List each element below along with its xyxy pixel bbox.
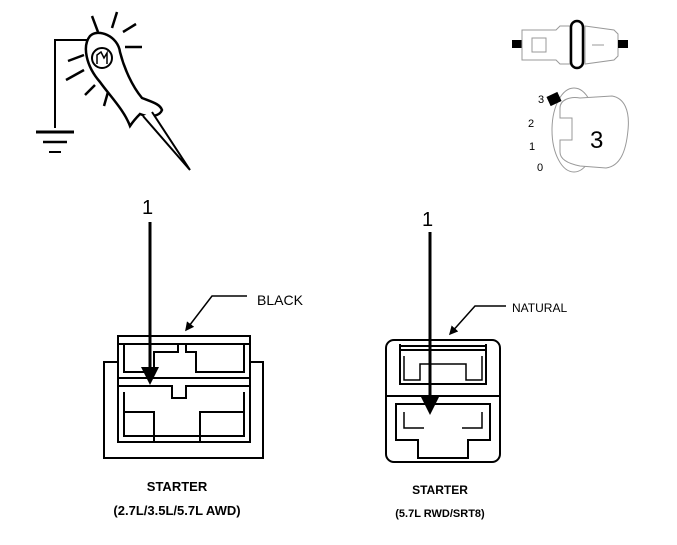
ignition-key-label: 3 <box>590 127 603 154</box>
right-pin-label: 1 <box>422 209 433 231</box>
ground-symbol-icon <box>36 130 74 153</box>
left-color-label: BLACK <box>257 292 304 308</box>
left-connector-title: STARTER <box>147 479 208 494</box>
right-connector-subtitle: (5.7L RWD/SRT8) <box>395 508 485 520</box>
right-color-label: NATURAL <box>512 301 567 315</box>
test-light-probe-icon <box>36 11 191 171</box>
ignition-key-icon <box>546 87 629 173</box>
left-starter-connector <box>103 335 264 459</box>
left-pin-label: 1 <box>142 197 153 219</box>
left-connector-subtitle: (2.7L/3.5L/5.7L AWD) <box>113 503 240 518</box>
right-starter-connector <box>385 339 501 463</box>
right-connector-title: STARTER <box>412 483 468 497</box>
disconnect-connector-icon <box>512 19 628 70</box>
right-color-leader <box>449 305 506 336</box>
left-color-leader <box>185 295 247 332</box>
ignition-position-1: 1 <box>529 141 535 153</box>
ignition-position-2: 2 <box>528 118 534 130</box>
ignition-position-0: 0 <box>537 162 543 174</box>
ignition-position-3: 3 <box>538 94 544 106</box>
